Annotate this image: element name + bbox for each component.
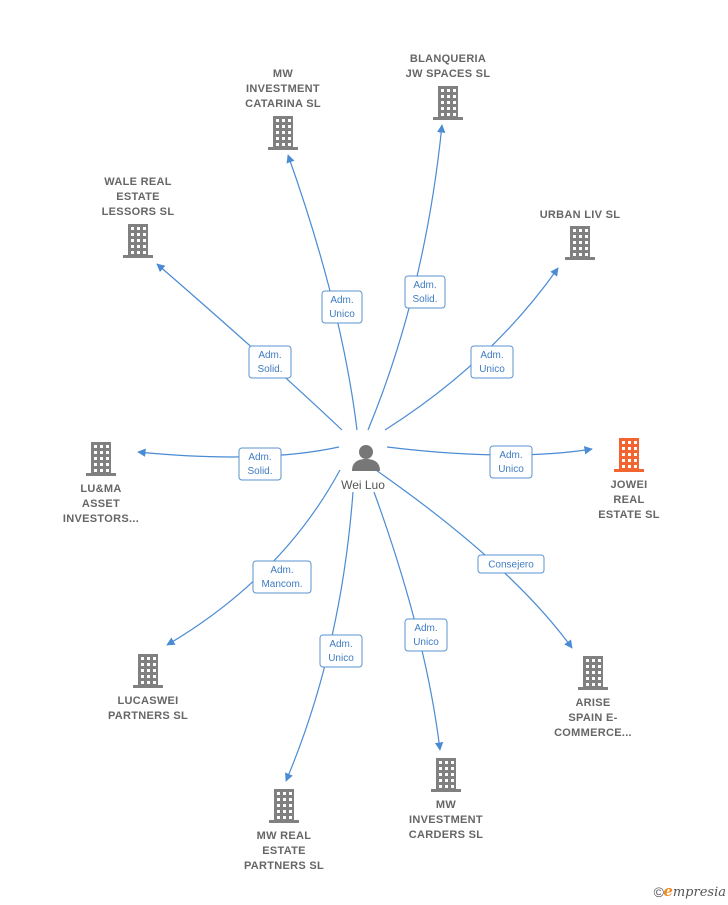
company-node-mw-investment-catarina[interactable]: MW INVESTMENT CATARINA SL <box>245 68 321 150</box>
role-badge-wale-real-estate-lessors[interactable]: Adm. Solid. <box>248 345 292 379</box>
company-name-line: JW SPACES SL <box>406 68 491 80</box>
company-name-line: ESTATE SL <box>598 509 660 521</box>
building-icon <box>578 656 608 690</box>
company-name-line: LESSORS SL <box>102 206 175 218</box>
role-text: Adm. <box>480 350 503 361</box>
company-node-blanqueria-jw-spaces[interactable]: BLANQUERIA JW SPACES SL <box>406 53 491 120</box>
company-name-line: CATARINA SL <box>245 98 321 110</box>
role-text: Unico <box>413 637 439 648</box>
company-name-line: MW <box>436 799 456 811</box>
company-name-line: BLANQUERIA <box>410 53 486 65</box>
person-name: Wei Luo <box>341 478 385 492</box>
building-icon <box>133 654 163 688</box>
role-text: Solid. <box>412 294 437 305</box>
company-name-line: MW REAL <box>257 830 312 842</box>
role-text: Solid. <box>257 364 282 375</box>
role-text: Adm. <box>329 639 352 650</box>
company-name-line: URBAN LIV SL <box>540 209 621 221</box>
role-badge-jowei-real-estate[interactable]: Adm. Unico <box>489 445 533 479</box>
role-text: Solid. <box>247 466 272 477</box>
company-name-line: ESTATE <box>262 845 306 857</box>
company-node-luma-asset-investors[interactable]: LU&MA ASSET INVESTORS... <box>63 442 139 525</box>
company-node-mw-investment-carders[interactable]: MW INVESTMENT CARDERS SL <box>409 758 484 841</box>
role-badge-lucaswei-partners[interactable]: Adm. Mancom. <box>252 560 312 594</box>
company-name-line: ESTATE <box>116 191 160 203</box>
role-badge-arise-spain-ecommerce[interactable]: Consejero <box>477 554 545 574</box>
role-text: Adm. <box>330 295 353 306</box>
role-text: Consejero <box>488 560 534 571</box>
company-name-line: ASSET <box>82 498 120 510</box>
company-node-arise-spain-ecommerce[interactable]: ARISE SPAIN E- COMMERCE... <box>554 656 632 739</box>
company-node-wale-real-estate-lessors[interactable]: WALE REAL ESTATE LESSORS SL <box>102 176 175 258</box>
role-text: Unico <box>498 464 524 475</box>
company-name-line: INVESTORS... <box>63 513 139 525</box>
company-node-jowei-real-estate[interactable]: JOWEI REAL ESTATE SL <box>598 438 660 521</box>
company-name-line: LUCASWEI <box>117 695 178 707</box>
edge-lucaswei-partners <box>166 469 341 646</box>
company-name-line: WALE REAL <box>104 176 171 188</box>
role-text: Adm. <box>248 452 271 463</box>
company-name-line: SPAIN E- <box>568 712 617 724</box>
person-icon <box>352 445 380 471</box>
company-node-mw-real-estate-partners[interactable]: MW REAL ESTATE PARTNERS SL <box>244 789 324 872</box>
role-text: Adm. <box>414 623 437 634</box>
role-text: Unico <box>328 653 354 664</box>
role-badge-luma-asset-investors[interactable]: Adm. Solid. <box>238 447 282 481</box>
role-badge-blanqueria-jw-spaces[interactable]: Adm. Solid. <box>404 275 446 309</box>
building-icon <box>123 224 153 258</box>
company-node-urban-liv[interactable]: URBAN LIV SL <box>540 209 621 260</box>
edge-line <box>166 469 341 646</box>
building-icon <box>614 438 644 472</box>
building-icon <box>433 86 463 120</box>
company-name-line: LU&MA <box>80 483 121 495</box>
company-name-line: COMMERCE... <box>554 727 632 739</box>
role-text: Adm. <box>270 565 293 576</box>
company-name-line: CARDERS SL <box>409 829 484 841</box>
role-text: Unico <box>329 309 355 320</box>
company-name-line: INVESTMENT <box>409 814 483 826</box>
company-node-lucaswei-partners[interactable]: LUCASWEI PARTNERS SL <box>108 654 188 722</box>
role-text: Adm. <box>413 280 436 291</box>
role-badge-urban-liv[interactable]: Adm. Unico <box>470 345 514 379</box>
brand-logo-text: mpresia <box>672 885 726 900</box>
company-name-line: ARISE <box>575 697 610 709</box>
building-icon <box>431 758 461 792</box>
role-text: Adm. <box>499 450 522 461</box>
person-node-wei-luo[interactable]: Wei Luo <box>341 445 385 492</box>
company-name-line: INVESTMENT <box>246 83 320 95</box>
company-name-line: PARTNERS SL <box>108 710 188 722</box>
company-name-line: REAL <box>613 494 644 506</box>
company-name-line: PARTNERS SL <box>244 860 324 872</box>
company-name-line: MW <box>273 68 293 80</box>
brand-logo: empresia <box>663 882 726 900</box>
building-icon <box>565 226 595 260</box>
company-name-line: JOWEI <box>611 479 648 491</box>
role-badge-mw-real-estate-partners[interactable]: Adm. Unico <box>319 634 363 668</box>
role-text: Unico <box>479 364 505 375</box>
building-icon <box>269 789 299 823</box>
role-badge-mw-investment-catarina[interactable]: Adm. Unico <box>321 290 363 324</box>
role-text: Adm. <box>258 350 281 361</box>
building-icon <box>86 442 116 476</box>
role-text: Mancom. <box>261 579 302 590</box>
role-badge-mw-investment-carders[interactable]: Adm. Unico <box>404 618 448 652</box>
building-icon <box>268 116 298 150</box>
copyright-symbol: © <box>653 884 664 900</box>
brand-logo-initial: e <box>663 882 673 900</box>
